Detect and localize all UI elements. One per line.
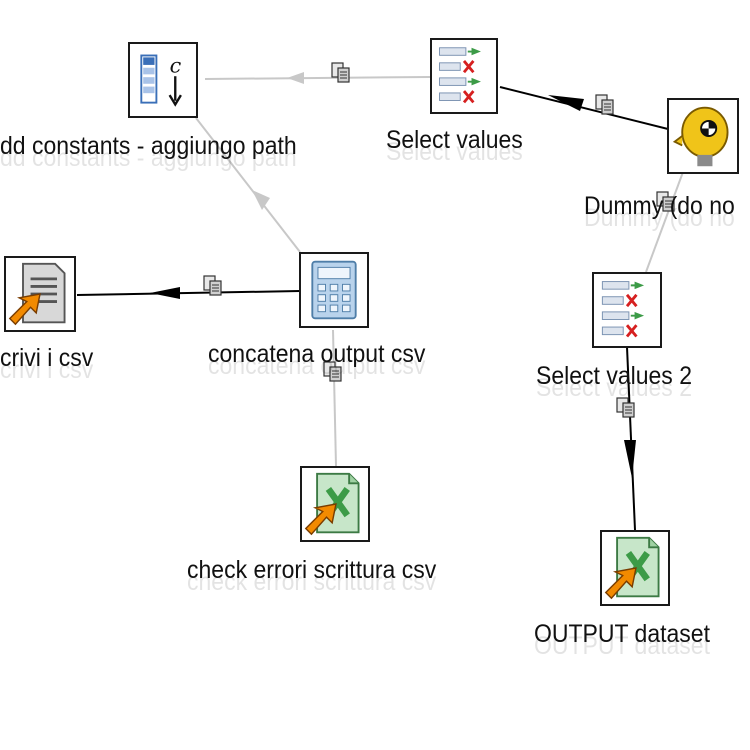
hop-dummy-to-select-values-2[interactable]	[645, 171, 684, 273]
step-label: concatena output csv concatena output cs…	[208, 340, 426, 380]
excel-output-icon[interactable]	[600, 530, 670, 606]
svg-text:c: c	[170, 53, 182, 77]
copy-rows-icon	[331, 62, 350, 83]
hop-add-constants-to-concatena[interactable]	[195, 117, 301, 253]
constant-icon[interactable]: c	[128, 42, 198, 118]
select-values-icon[interactable]	[592, 272, 662, 348]
step-label: check errori scrittura csv check errori …	[187, 556, 437, 596]
text-file-output-icon[interactable]	[4, 256, 76, 332]
step-label: dd constants - aggiungo path dd constant…	[0, 132, 297, 172]
step-label: crivi i csv crivi i csv	[0, 344, 94, 384]
hop-concatena-to-scrivi[interactable]	[76, 275, 301, 299]
hop-select-to-add-constants[interactable]	[204, 62, 431, 84]
step-label: Dummy (do no Dummy (do no	[584, 192, 735, 232]
select-values-icon[interactable]	[430, 38, 498, 114]
calculator-icon[interactable]	[299, 252, 369, 328]
dummy-icon[interactable]	[667, 98, 739, 174]
step-label: OUTPUT dataset OUTPUT dataset	[534, 620, 710, 660]
hop-select-values-2-to-output[interactable]	[616, 346, 636, 531]
hop-dummy-to-select-values[interactable]	[499, 86, 669, 130]
step-label: Select values 2 Select values 2	[536, 362, 692, 402]
hop-concatena-to-check-errori[interactable]	[323, 329, 342, 467]
step-label: Select values Select values	[386, 126, 523, 166]
excel-output-icon[interactable]	[300, 466, 370, 542]
